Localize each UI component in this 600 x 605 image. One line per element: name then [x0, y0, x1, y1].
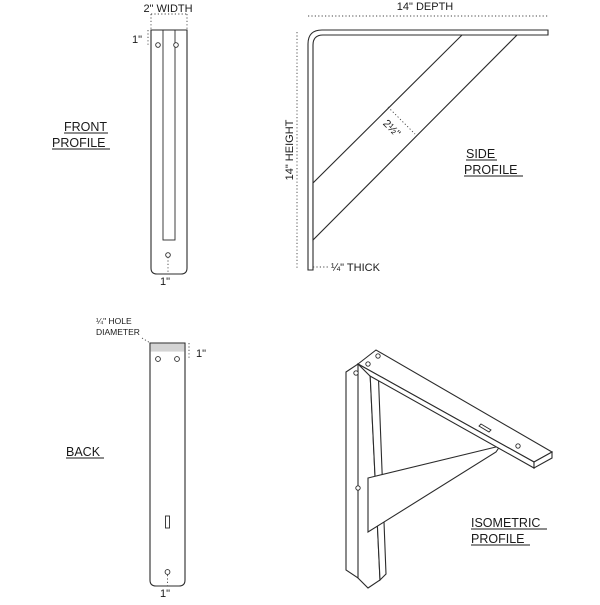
back-hole-label-line1: ¼" HOLE: [96, 316, 132, 326]
iso-plate-hole-top: [353, 370, 359, 376]
front-title-line2: PROFILE: [52, 136, 106, 150]
front-bottom-offset-label: 1": [160, 276, 170, 288]
iso-plate-hole-mid: [355, 485, 361, 491]
back-top-offset-label: 1": [196, 348, 206, 360]
iso-title-line2: PROFILE: [471, 532, 525, 546]
iso-arm-hole-end: [515, 443, 521, 449]
isometric-view: ISOMETRIC PROFILE: [345, 349, 554, 589]
front-bracket-plate: [150, 29, 188, 275]
side-l-frame: [307, 29, 549, 271]
side-title-line1: SIDE: [466, 147, 495, 161]
back-mid-slot: [165, 515, 170, 529]
back-title: BACK: [66, 445, 101, 459]
side-diagonal-brace: [312, 34, 519, 242]
side-height-label-group: 14" HEIGHT: [284, 119, 296, 180]
back-bottom-hole: [164, 569, 171, 575]
back-bottom-offset-label: 1": [160, 588, 170, 600]
back-top-shading: [150, 343, 185, 352]
side-thickness-label: ¼" THICK: [331, 262, 381, 274]
iso-top-arm-face: [357, 349, 554, 463]
back-view: ¼" HOLE DIAMETER 1" 1" BACK: [66, 316, 206, 600]
side-profile-view: 14" DEPTH 14" HEIGHT 2½" ¼" THICK SIDE P…: [284, 1, 549, 274]
back-hole-leader: [141, 337, 166, 353]
iso-top-hole-front: [365, 361, 371, 367]
iso-top-arm-end: [533, 451, 553, 469]
front-width-label: 2" WIDTH: [143, 3, 192, 15]
iso-top-hole-back: [375, 353, 381, 359]
front-title-line1: FRONT: [64, 120, 107, 134]
front-top-hole-right: [173, 42, 179, 48]
back-top-hole-left: [155, 356, 161, 362]
back-bracket-plate: [149, 342, 186, 587]
front-top-hole-left: [155, 42, 161, 48]
front-top-offset-label: 1": [132, 34, 142, 46]
front-bottom-hole: [165, 252, 171, 258]
back-top-hole-right: [174, 356, 180, 362]
iso-arm-slot: [478, 423, 492, 433]
side-depth-label: 14" DEPTH: [397, 1, 454, 13]
side-height-label: 14" HEIGHT: [284, 119, 296, 180]
front-brace-edge: [162, 29, 176, 241]
back-hole-label-line2: DIAMETER: [96, 327, 140, 337]
front-profile-view: 2" WIDTH 1" 1" FRONT PROFILE: [52, 3, 193, 288]
side-title-line2: PROFILE: [464, 163, 518, 177]
iso-top-arm-edge: [357, 363, 535, 469]
iso-title-line1: ISOMETRIC: [471, 516, 540, 530]
